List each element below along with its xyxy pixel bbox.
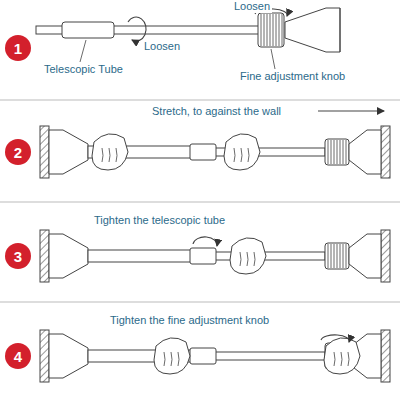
end-cap xyxy=(349,234,381,278)
wall xyxy=(40,230,49,282)
knurl xyxy=(346,244,347,268)
instruction-label: Telescopic Tube xyxy=(42,63,125,76)
end-cap-face xyxy=(340,8,341,52)
finger xyxy=(334,352,335,366)
stretch-arrow xyxy=(318,110,384,111)
leader-line xyxy=(80,40,86,62)
step-number: 3 xyxy=(14,249,22,264)
rotate-arrow xyxy=(321,335,349,342)
instruction-label: Loosen xyxy=(232,0,272,13)
step-number: 2 xyxy=(14,145,22,160)
finger xyxy=(171,352,172,366)
finger xyxy=(241,148,242,162)
knurl xyxy=(273,14,274,46)
step-number: 1 xyxy=(14,41,22,56)
finger xyxy=(254,252,255,266)
knurl xyxy=(337,140,338,164)
knurl xyxy=(334,244,335,268)
instruction-label: Tighten the telescopic tube xyxy=(92,214,227,227)
finger xyxy=(348,352,349,366)
end-cap xyxy=(49,130,88,174)
knurl xyxy=(331,140,332,164)
telescopic-sleeve xyxy=(190,144,216,160)
knurl xyxy=(334,140,335,164)
fine-adjustment-knob xyxy=(325,243,349,269)
fine-adjustment-knob xyxy=(258,13,284,47)
rotate-arrow xyxy=(193,237,217,246)
callout-number: 3 xyxy=(5,243,31,269)
rotate-arrow xyxy=(128,17,146,41)
finger xyxy=(164,352,165,366)
hand xyxy=(154,338,190,374)
callout-number: 4 xyxy=(5,343,31,369)
end-cap xyxy=(349,130,381,174)
knurl xyxy=(282,14,283,46)
knurl xyxy=(279,14,280,46)
callout-number: 1 xyxy=(5,35,31,61)
wall xyxy=(381,230,390,282)
knurl xyxy=(337,244,338,268)
finger xyxy=(234,148,235,162)
telescopic-sleeve xyxy=(62,22,114,38)
knurl xyxy=(343,244,344,268)
end-cap xyxy=(285,8,340,52)
knurl xyxy=(267,14,268,46)
leader-line xyxy=(271,49,275,69)
knurl xyxy=(340,244,341,268)
panel-divider xyxy=(0,202,400,203)
finger xyxy=(240,252,241,266)
instruction-label: Loosen xyxy=(142,40,182,53)
instruction-label: Stretch, to against the wall xyxy=(150,105,283,118)
wall xyxy=(40,126,49,178)
knurl xyxy=(270,14,271,46)
finger xyxy=(116,148,117,162)
knurl xyxy=(331,244,332,268)
panel-divider xyxy=(0,100,400,101)
finger xyxy=(341,352,342,366)
knurl xyxy=(276,14,277,46)
finger xyxy=(248,148,249,162)
knurl xyxy=(343,140,344,164)
wall xyxy=(40,330,49,382)
hand xyxy=(92,134,128,170)
outer-tube xyxy=(88,250,198,262)
hand xyxy=(230,238,266,274)
knurl xyxy=(340,140,341,164)
end-cap xyxy=(49,334,88,378)
finger xyxy=(109,148,110,162)
telescopic-sleeve xyxy=(190,248,216,264)
end-cap xyxy=(49,234,88,278)
finger xyxy=(247,252,248,266)
knurl xyxy=(328,140,329,164)
telescopic-sleeve xyxy=(190,348,216,364)
fine-adjustment-knob xyxy=(325,139,349,165)
hand xyxy=(324,338,360,374)
finger xyxy=(102,148,103,162)
instruction-label: Fine adjustment knob xyxy=(238,70,347,83)
instruction-label: Tighten the fine adjustment knob xyxy=(108,314,271,327)
knurl xyxy=(328,244,329,268)
knurl xyxy=(261,14,262,46)
inner-tube xyxy=(215,352,325,360)
step-number: 4 xyxy=(14,349,22,364)
finger xyxy=(178,352,179,366)
knurl xyxy=(346,140,347,164)
hand xyxy=(224,134,260,170)
panel-divider xyxy=(0,302,400,303)
knurl xyxy=(264,14,265,46)
callout-number: 2 xyxy=(5,139,31,165)
rods xyxy=(36,8,390,382)
wall xyxy=(381,330,390,382)
wall xyxy=(381,126,390,178)
